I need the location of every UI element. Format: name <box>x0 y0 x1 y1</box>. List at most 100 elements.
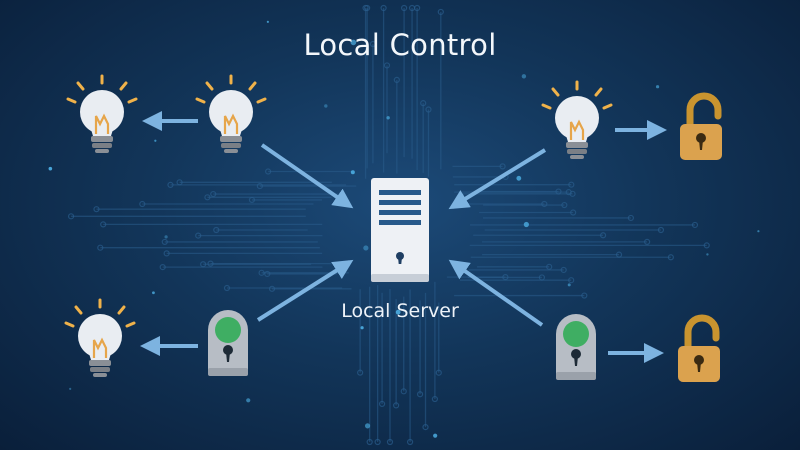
circuit-node <box>383 62 391 69</box>
circuit-node <box>581 292 588 299</box>
circuit-node <box>569 190 576 197</box>
circuit-node <box>400 4 408 12</box>
light-bulb-icon <box>66 74 138 153</box>
glow-dot <box>266 20 269 23</box>
circuit-node <box>163 250 170 257</box>
glow-dot <box>567 283 571 287</box>
glow-dot <box>363 245 369 251</box>
circuit-node <box>416 391 424 398</box>
circuit-node <box>97 244 104 251</box>
glow-dot <box>386 116 390 120</box>
circuit-node <box>213 226 220 234</box>
circuit-node <box>431 395 438 403</box>
circuit-node <box>100 221 107 228</box>
arrow-bulb-to-server-top-right <box>448 148 547 210</box>
glow-dot <box>395 309 401 315</box>
circuit-node <box>568 277 575 284</box>
glow-dot <box>69 387 72 390</box>
circuit-node <box>437 8 444 16</box>
glow-dot <box>48 166 53 171</box>
glow-dot <box>350 39 357 46</box>
circuit-node <box>406 438 414 446</box>
circuit-node <box>657 226 665 234</box>
glow-dot <box>706 253 709 256</box>
glow-dot <box>523 221 529 228</box>
circuit-node <box>393 402 400 409</box>
circuit-node <box>644 238 651 245</box>
circuit-node <box>374 438 381 446</box>
circuit-node <box>420 100 427 107</box>
arrow-remote-to-server-bottom-left <box>256 259 354 322</box>
circuit-node <box>93 206 100 213</box>
circuit-node <box>691 221 699 229</box>
glow-dot <box>655 85 660 89</box>
circuit-node <box>204 194 211 201</box>
circuit-node <box>414 4 421 12</box>
circuit-node <box>555 188 562 195</box>
glow-dot <box>516 175 522 181</box>
circuit-node <box>139 200 146 208</box>
light-bulb-icon <box>64 298 136 377</box>
keyhole-switch-icon <box>556 314 596 380</box>
glow-dot <box>324 104 328 108</box>
circuit-node <box>422 424 429 431</box>
circuit-node <box>195 232 202 239</box>
circuit-node <box>380 4 387 12</box>
circuit-node <box>499 163 506 170</box>
circuit-node <box>207 260 214 267</box>
circuit-node <box>435 369 442 376</box>
server-label: Local Server <box>341 300 459 322</box>
circuit-node <box>560 266 567 274</box>
circuit-node <box>159 264 166 271</box>
circuit-node <box>364 4 371 12</box>
circuit-node <box>561 201 568 209</box>
circuit-node <box>200 261 207 268</box>
circuit-node <box>703 242 710 249</box>
circuit-node <box>357 369 364 376</box>
arrows <box>140 111 667 363</box>
keyhole-switch-icon <box>208 310 248 376</box>
circuit-node <box>366 438 373 446</box>
circuit-node <box>568 181 575 188</box>
circuit-node <box>386 438 394 446</box>
glow-dot <box>364 423 371 429</box>
glow-dot <box>360 326 364 330</box>
glow-dot <box>152 291 155 295</box>
circuit-node <box>256 182 263 190</box>
glow-dot <box>350 170 355 175</box>
circuit-node <box>627 214 634 222</box>
glow-dot <box>757 230 760 233</box>
circuit-node <box>599 232 607 239</box>
glow-dot <box>433 433 438 438</box>
arrow-bulb-to-server-top-left <box>260 143 354 209</box>
circuit-node <box>268 285 276 292</box>
diagram-title: Local Control <box>303 28 497 62</box>
light-bulb-icon <box>541 80 613 159</box>
circuit-node <box>67 213 75 220</box>
arrow-remote-to-server-bottom-right <box>448 259 544 327</box>
circuit-node <box>425 106 432 113</box>
glow-dot <box>246 398 251 403</box>
circuit-node <box>161 238 168 246</box>
open-padlock-icon <box>680 92 722 160</box>
circuit-node <box>264 270 271 278</box>
circuit-node <box>378 400 386 408</box>
circuit-node <box>265 168 272 175</box>
glow-dot <box>521 74 527 79</box>
circuit-node <box>223 284 231 292</box>
circuit-node <box>541 200 548 208</box>
server-icon <box>371 178 429 282</box>
circuit-node <box>570 209 577 216</box>
open-padlock-icon <box>678 314 720 382</box>
circuit-node <box>210 190 217 198</box>
circuit-node <box>167 181 174 188</box>
glow-dot <box>164 235 168 239</box>
circuit-node <box>369 40 377 48</box>
light-bulb-icon <box>195 74 267 153</box>
circuit-node <box>393 76 400 84</box>
circuit-node <box>667 254 674 261</box>
circuit-node <box>502 273 509 281</box>
circuit-node <box>400 388 407 395</box>
